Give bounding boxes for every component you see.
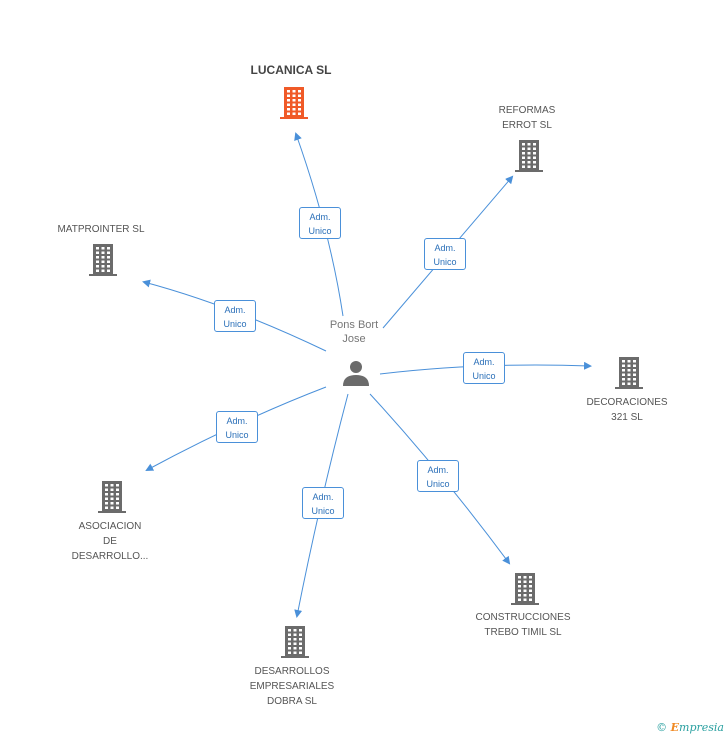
building-icon-asociacion[interactable]: [96, 480, 128, 519]
edge-label-desarrollos: Adm.Unico: [302, 487, 344, 519]
person-name[interactable]: Pons Bort Jose: [329, 319, 379, 345]
person-icon[interactable]: [341, 358, 371, 388]
building-icon-matprointer[interactable]: [87, 243, 119, 282]
building-icon-lucanica[interactable]: [278, 86, 310, 125]
company-label-matprointer[interactable]: MATPROINTER SL: [57, 224, 145, 235]
empresia-logo: © Empresia: [656, 721, 724, 734]
edge-label-construcciones: Adm.Unico: [417, 460, 459, 492]
building-icon-construcciones[interactable]: [509, 572, 541, 611]
company-label-lucanica[interactable]: LUCANICA SL: [250, 63, 332, 77]
edge-label-reformas: Adm.Unico: [424, 238, 466, 270]
edge-label-asociacion: Adm.Unico: [216, 411, 258, 443]
building-icon-decoraciones[interactable]: [613, 356, 645, 395]
building-icon-reformas[interactable]: [513, 139, 545, 178]
edge-label-lucanica: Adm.Unico: [299, 207, 341, 239]
edge-label-decoraciones: Adm.Unico: [463, 352, 505, 384]
edge-label-matprointer: Adm.Unico: [214, 300, 256, 332]
building-icon-desarrollos[interactable]: [279, 625, 311, 664]
